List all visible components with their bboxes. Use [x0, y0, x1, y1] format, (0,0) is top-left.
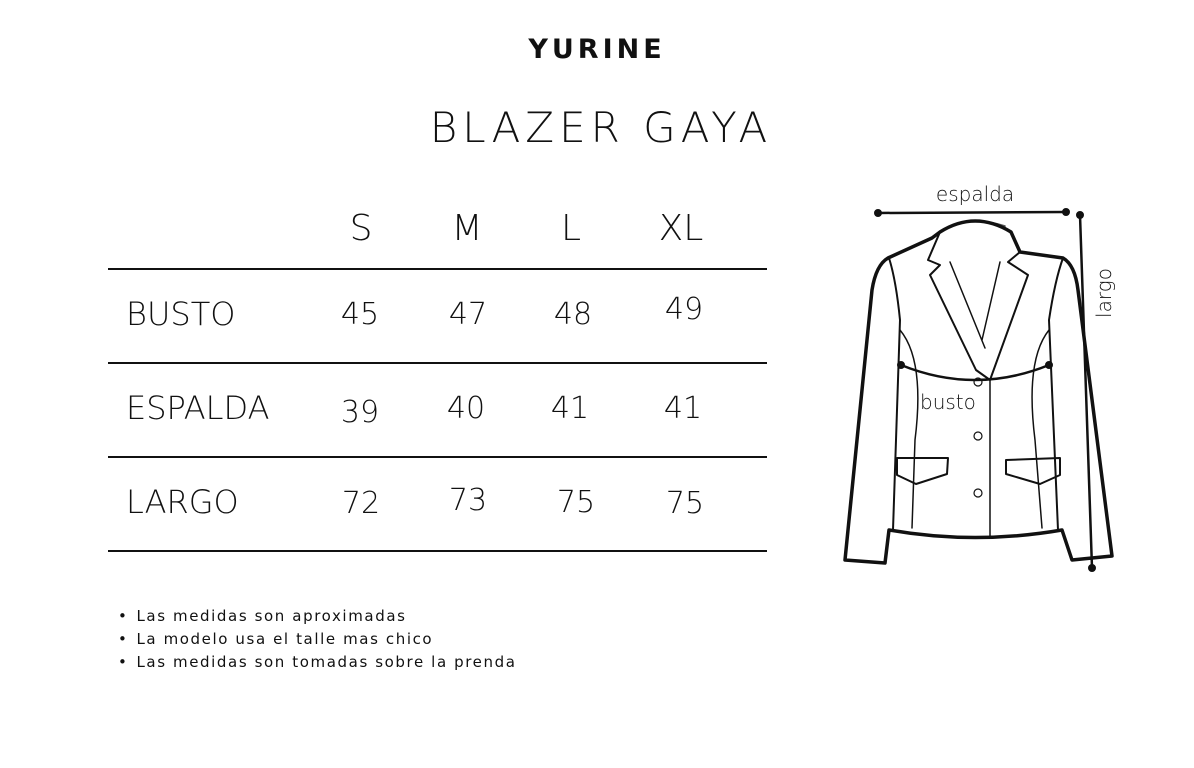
cell: 48	[553, 297, 593, 332]
size-header-s: S	[349, 208, 373, 249]
size-header-m: M	[451, 208, 483, 249]
largo-label: largo	[1092, 268, 1116, 318]
row-label: LARGO	[126, 483, 239, 521]
note-item: Las medidas son tomadas sobre la prenda	[118, 651, 517, 674]
divider	[108, 550, 767, 552]
cell: 75	[665, 486, 705, 521]
divider	[108, 268, 767, 270]
button-icon	[973, 488, 983, 498]
espalda-label: espalda	[936, 182, 1014, 206]
button-icon	[973, 431, 983, 441]
row-label: ESPALDA	[126, 389, 270, 427]
cell: 40	[446, 391, 486, 426]
cell: 72	[341, 486, 381, 521]
cell: 45	[340, 297, 380, 332]
cell: 41	[663, 391, 703, 426]
cell: 49	[664, 292, 704, 327]
divider	[108, 456, 767, 458]
size-header-xl: XL	[658, 208, 704, 249]
cell: 47	[448, 297, 488, 332]
brand-name: YURINE	[528, 34, 666, 65]
divider	[108, 362, 767, 364]
measure-largo	[1076, 211, 1096, 572]
notes-list: Las medidas son aproximadas La modelo us…	[118, 605, 517, 674]
blazer-illustration	[843, 219, 1114, 565]
measure-busto	[897, 361, 1053, 382]
busto-label: busto	[920, 390, 976, 414]
cell: 39	[340, 395, 380, 430]
button-icon	[973, 377, 983, 387]
cell: 75	[556, 485, 596, 520]
note-item: La modelo usa el talle mas chico	[118, 628, 517, 651]
note-item: Las medidas son aproximadas	[118, 605, 517, 628]
page-title: BLAZER GAYA	[429, 103, 773, 152]
size-header-l: L	[560, 208, 582, 249]
cell: 41	[550, 391, 590, 426]
cell: 73	[448, 483, 488, 518]
row-label: BUSTO	[126, 295, 236, 333]
measure-espalda	[874, 208, 1070, 217]
